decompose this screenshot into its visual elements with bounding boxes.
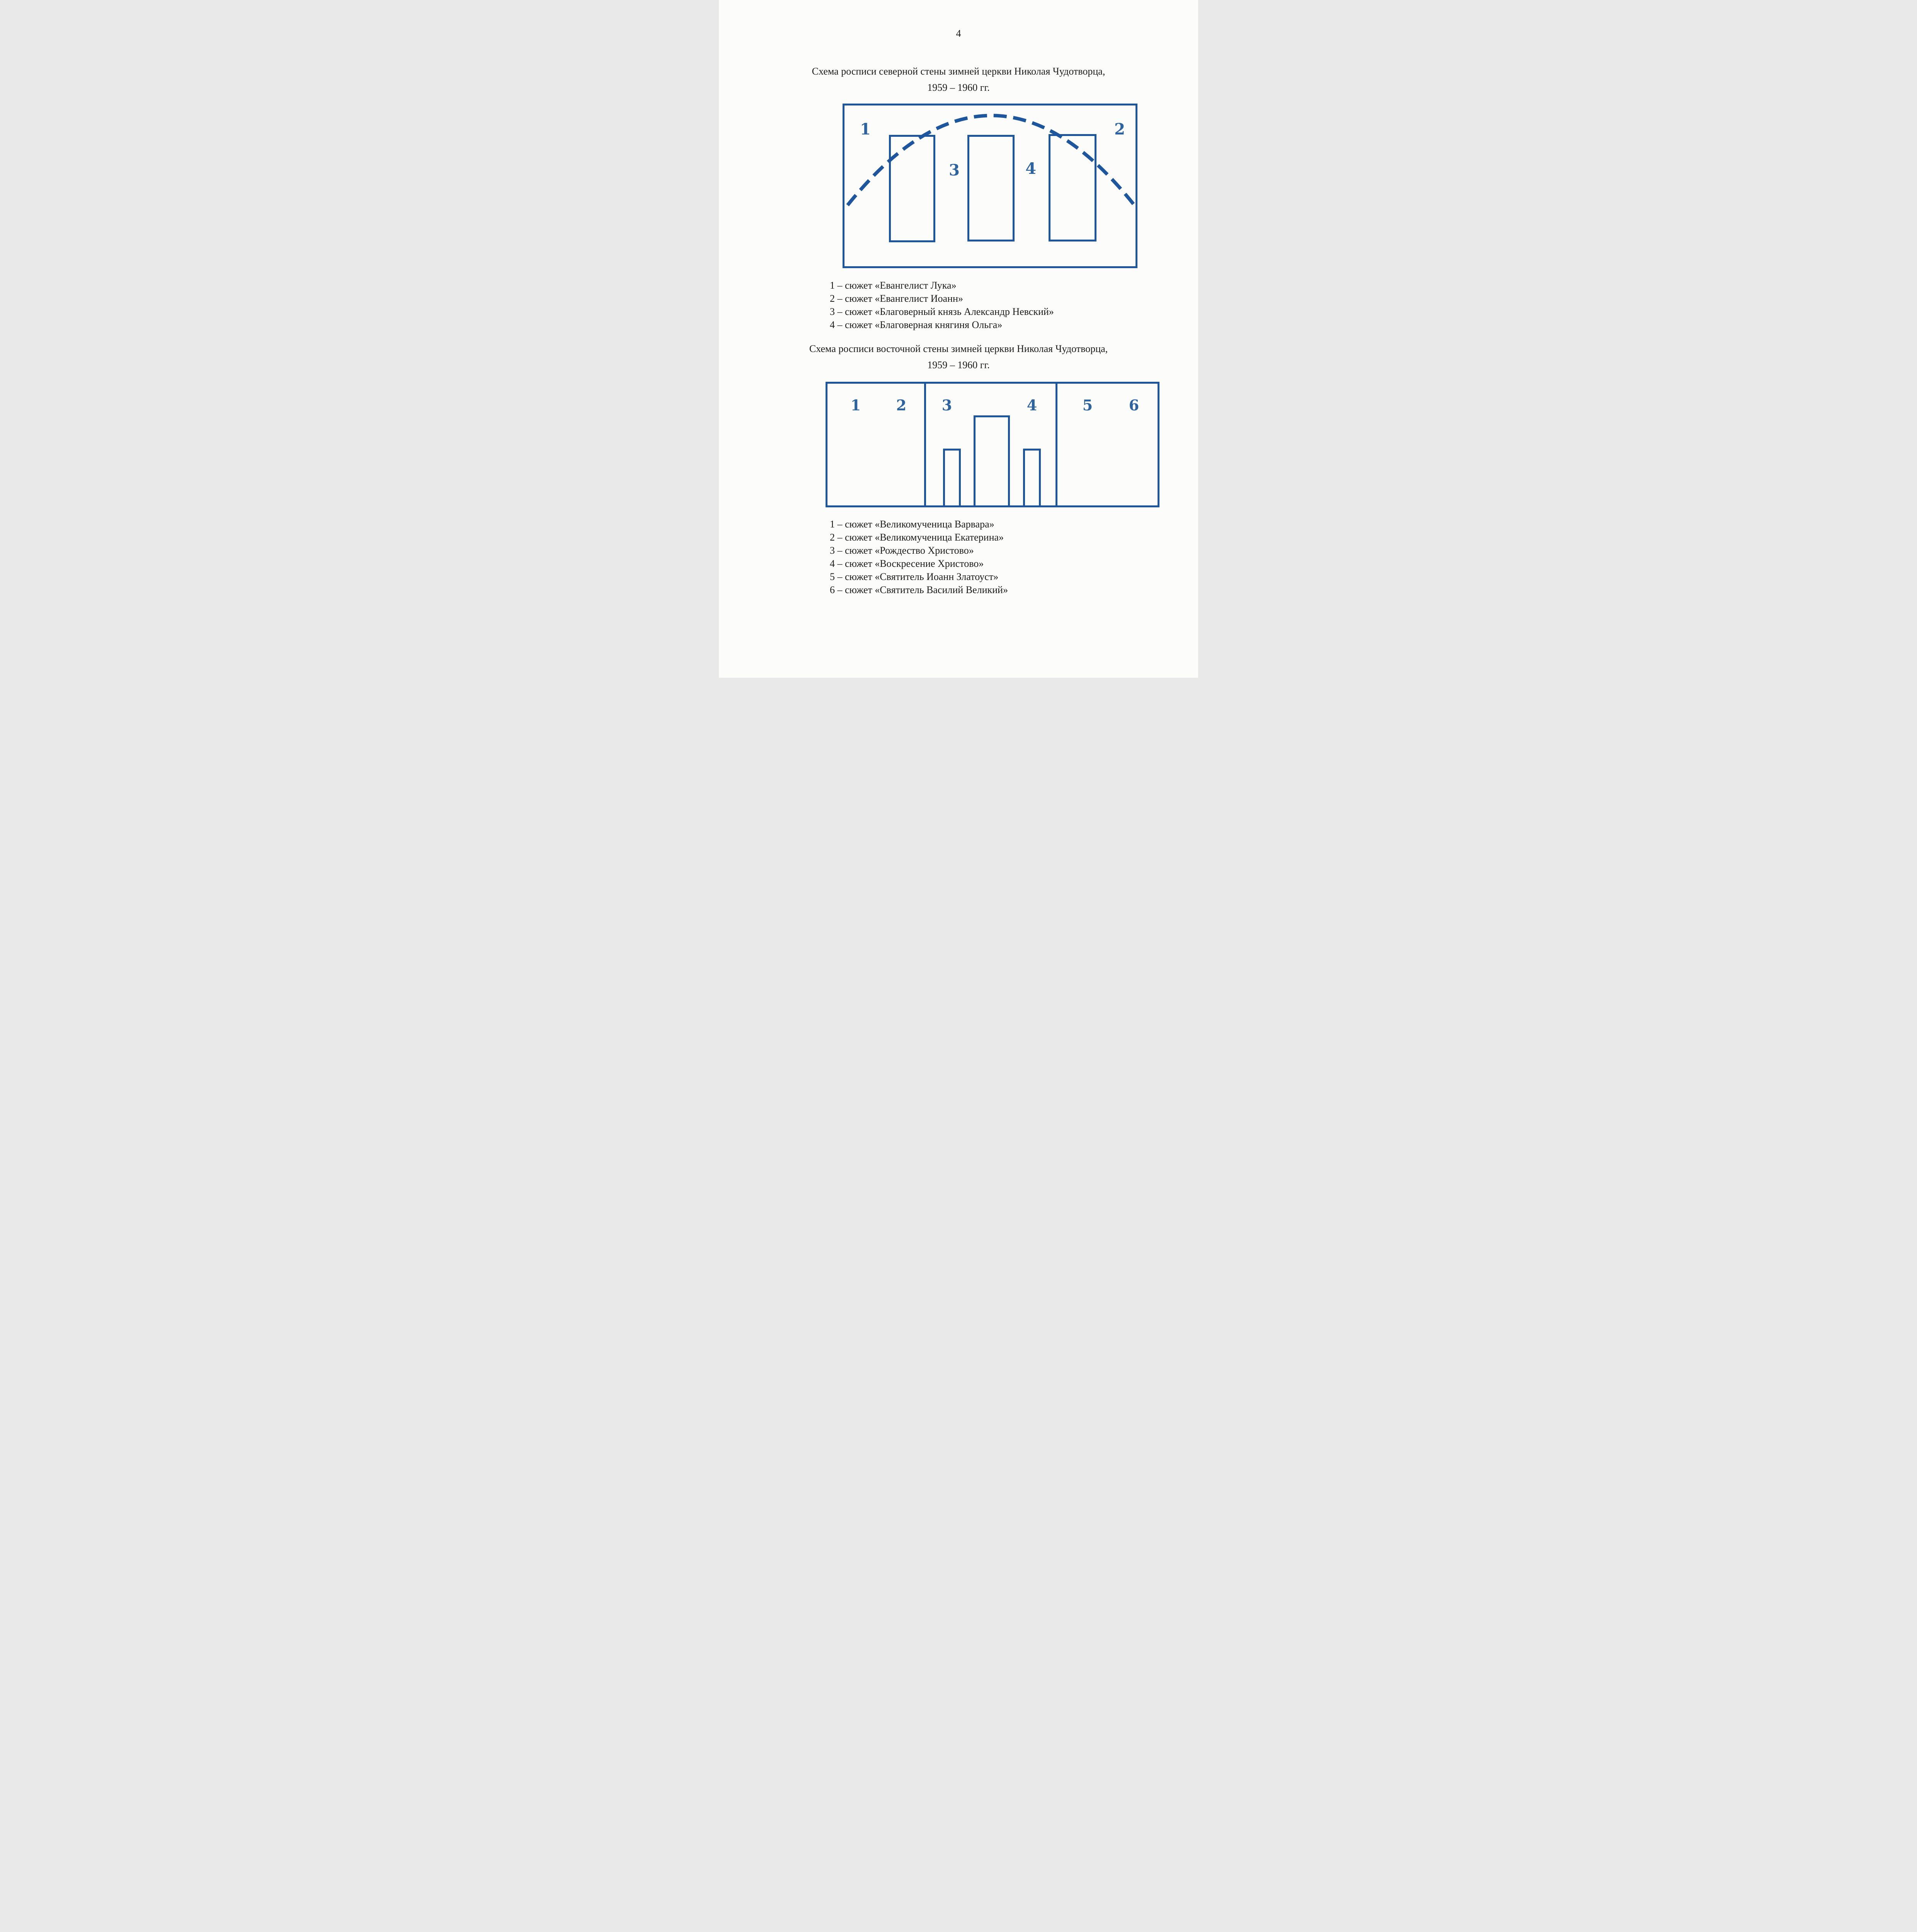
east-wall-diagram: 1 2 3 4 5 6 xyxy=(826,382,1159,507)
diagram2-number-1: 1 xyxy=(850,396,861,414)
document-page: 4 Схема росписи северной стены зимней це… xyxy=(719,0,1198,678)
north-wall-diagram: 1 2 3 4 xyxy=(843,104,1137,268)
right-niche-rect xyxy=(1023,449,1041,505)
section1-title: Схема росписи северной стены зимней церк… xyxy=(719,63,1198,96)
diagram2-number-5: 5 xyxy=(1082,396,1093,414)
section2-title-line2: 1959 – 1960 гг. xyxy=(927,359,990,371)
legend-item: 3 – сюжет «Благоверный князь Александр Н… xyxy=(830,306,1054,317)
section2-legend: 1 – сюжет «Великомученица Варвара» 2 – с… xyxy=(830,518,1008,597)
legend-item: 2 – сюжет «Евангелист Иоанн» xyxy=(830,293,963,304)
window-rect-1 xyxy=(889,135,935,242)
diagram2-number-4: 4 xyxy=(1027,396,1037,414)
section1-title-line1: Схема росписи северной стены зимней церк… xyxy=(812,66,1105,77)
legend-item: 3 – сюжет «Рождество Христово» xyxy=(830,545,974,556)
diagram1-number-1: 1 xyxy=(860,120,871,138)
left-niche-rect xyxy=(943,449,961,505)
diagram2-number-6: 6 xyxy=(1129,396,1139,414)
diagram1-number-2: 2 xyxy=(1114,120,1125,138)
section2-title-line1: Схема росписи восточной стены зимней цер… xyxy=(809,343,1108,354)
legend-item: 4 – сюжет «Воскресение Христово» xyxy=(830,558,984,569)
legend-item: 4 – сюжет «Благоверная княгиня Ольга» xyxy=(830,319,1003,330)
legend-item: 6 – сюжет «Святитель Василий Великий» xyxy=(830,584,1008,595)
wall-divider-left xyxy=(924,384,926,505)
legend-item: 5 – сюжет «Святитель Иоанн Златоуст» xyxy=(830,571,999,582)
page-number: 4 xyxy=(956,28,961,39)
diagram2-number-3: 3 xyxy=(941,396,952,414)
diagram2-number-2: 2 xyxy=(896,396,907,414)
window-rect-2 xyxy=(967,135,1015,242)
diagram1-number-3: 3 xyxy=(949,161,960,179)
legend-item: 2 – сюжет «Великомученица Екатерина» xyxy=(830,532,1004,543)
wall-divider-right xyxy=(1056,384,1057,505)
center-doorway-rect xyxy=(974,415,1010,505)
section1-legend: 1 – сюжет «Евангелист Лука» 2 – сюжет «Е… xyxy=(830,279,1054,332)
section1-title-line2: 1959 – 1960 гг. xyxy=(927,82,990,93)
section2-title: Схема росписи восточной стены зимней цер… xyxy=(719,341,1198,373)
window-rect-3 xyxy=(1049,134,1096,242)
legend-item: 1 – сюжет «Великомученица Варвара» xyxy=(830,519,994,530)
legend-item: 1 – сюжет «Евангелист Лука» xyxy=(830,280,957,291)
diagram1-number-4: 4 xyxy=(1025,160,1036,178)
